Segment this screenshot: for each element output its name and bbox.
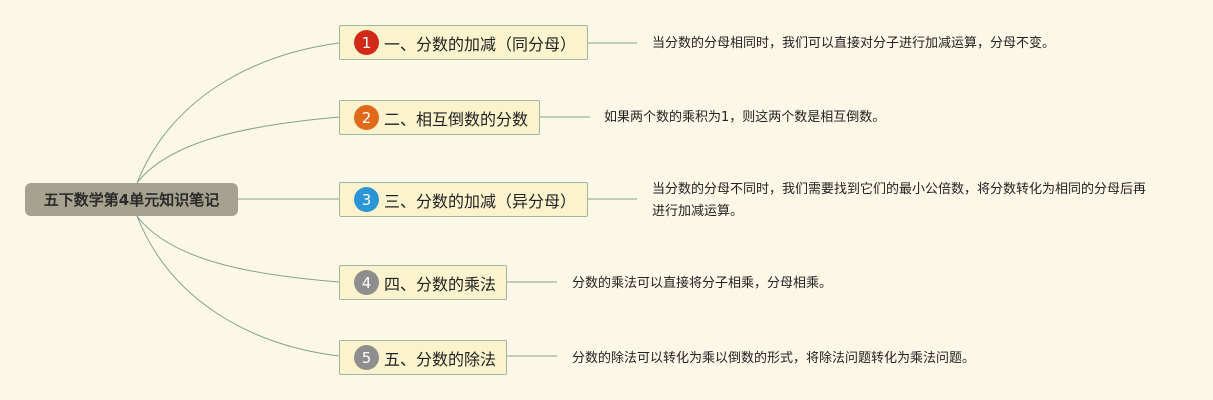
branch-line-4 bbox=[136, 215, 340, 283]
description-4: 分数的乘法可以直接将分子相乘，分母相乘。 bbox=[572, 276, 833, 291]
topic-label-5: 五、分数的除法 bbox=[384, 349, 497, 369]
topic-2[interactable]: 2 二、相互倒数的分数 bbox=[339, 100, 540, 135]
topic-3[interactable]: 3 三、分数的加减（异分母） bbox=[339, 182, 588, 217]
root-topic[interactable]: 五下数学第4单元知识笔记 bbox=[25, 183, 238, 216]
number-badge-1: 1 bbox=[354, 30, 379, 55]
topic-label-2: 二、相互倒数的分数 bbox=[384, 109, 529, 129]
root-topic-label: 五下数学第4单元知识笔记 bbox=[43, 191, 220, 209]
number-badge-2: 2 bbox=[354, 105, 379, 130]
branch-line-2 bbox=[136, 116, 340, 184]
number-badge-3: 3 bbox=[354, 187, 379, 212]
topic-label-4: 四、分数的乘法 bbox=[384, 274, 497, 294]
topic-4[interactable]: 4 四、分数的乘法 bbox=[339, 265, 507, 300]
branch-line-1 bbox=[136, 42, 340, 184]
description-1: 当分数的分母相同时，我们可以直接对分子进行加减运算，分母不变。 bbox=[652, 36, 1056, 51]
number-badge-4: 4 bbox=[354, 270, 379, 295]
description-5: 分数的除法可以转化为乘以倒数的形式，将除法问题转化为乘法问题。 bbox=[572, 351, 976, 366]
topic-1[interactable]: 1 一、分数的加减（同分母） bbox=[339, 25, 588, 60]
topic-label-3: 三、分数的加减（异分母） bbox=[384, 191, 577, 211]
description-2: 如果两个数的乘积为1，则这两个数是相互倒数。 bbox=[604, 110, 886, 125]
topic-label-1: 一、分数的加减（同分母） bbox=[384, 34, 577, 54]
number-badge-5: 5 bbox=[354, 345, 379, 370]
branch-line-5 bbox=[136, 215, 340, 357]
topic-5[interactable]: 5 五、分数的除法 bbox=[339, 340, 507, 375]
description-3: 当分数的分母不同时，我们需要找到它们的最小公倍数，将分数转化为相同的分母后再进行… bbox=[652, 182, 1147, 219]
